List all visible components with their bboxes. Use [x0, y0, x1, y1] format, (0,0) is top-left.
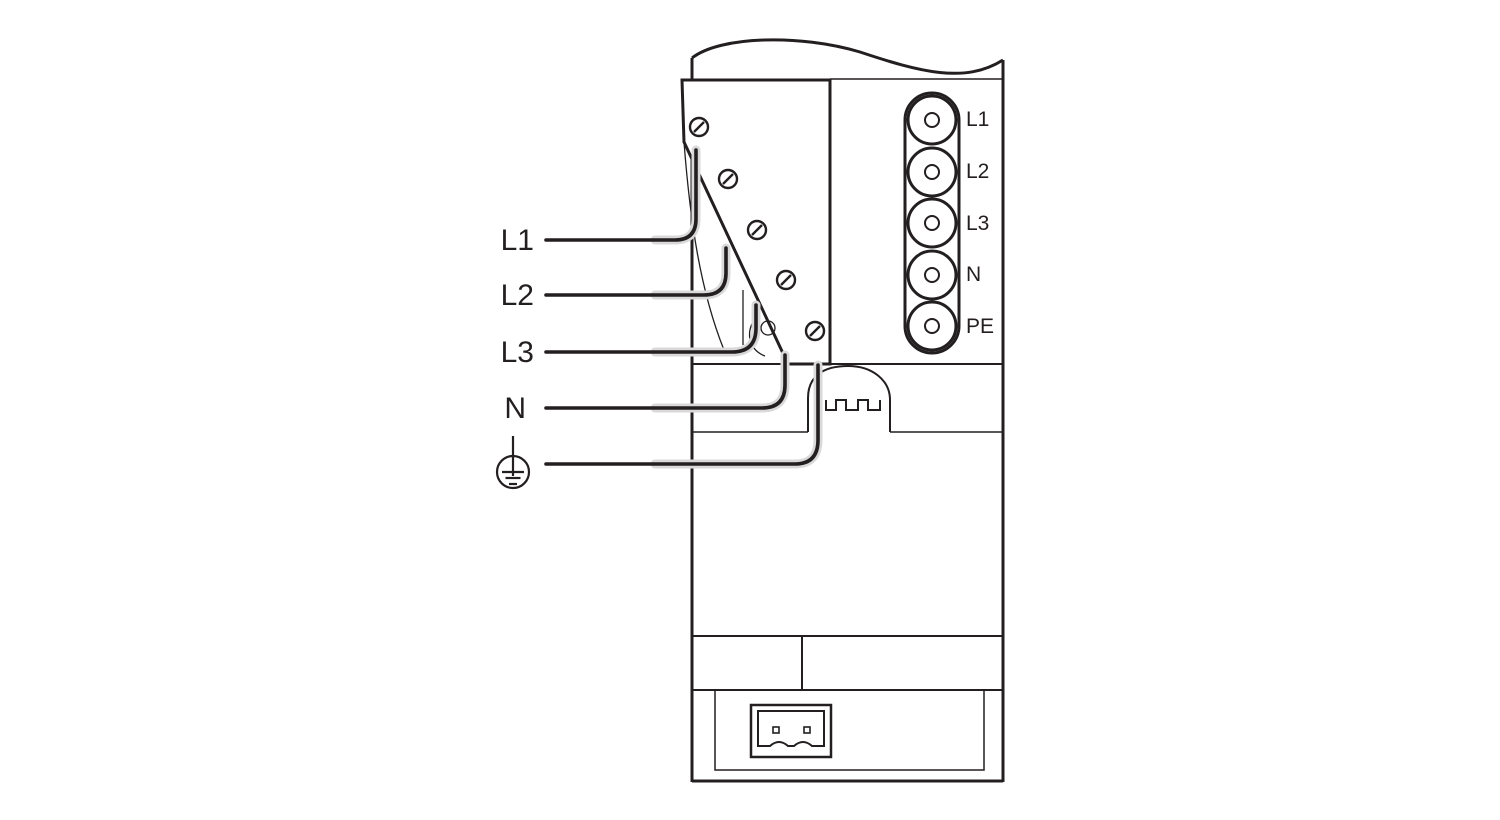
connector-pin-icon — [772, 726, 780, 734]
terminal-label-l3: L3 — [966, 212, 989, 235]
wire-label-l2: L2 — [501, 279, 534, 312]
terminal-l2 — [906, 146, 958, 198]
terminal-screw-icon — [924, 215, 940, 231]
housing-top-break — [691, 38, 1004, 75]
terminal-screw-icon — [924, 112, 940, 128]
cover-screws — [688, 116, 826, 342]
terminal-labels: L1 L2 L3 N PE — [966, 108, 994, 338]
terminal-pe — [906, 300, 958, 352]
wire-l2 — [544, 246, 728, 297]
wire-label-n: N — [504, 392, 526, 425]
terminal-block — [903, 91, 961, 355]
two-pin-plug-connector — [749, 703, 833, 759]
wire-n — [544, 353, 787, 410]
connector-socket — [757, 710, 825, 747]
wire-labels: L1 L2 L3 N — [501, 224, 534, 425]
wire-pe — [544, 363, 820, 466]
bottom-recess — [714, 690, 985, 771]
screw-icon — [717, 168, 739, 190]
wire-label-l1: L1 — [501, 224, 534, 257]
connector-pin-icon — [803, 726, 811, 734]
screw-icon — [775, 269, 797, 291]
wires — [544, 148, 820, 466]
terminal-screw-icon — [924, 267, 940, 283]
screw-icon — [688, 116, 710, 138]
screw-icon — [804, 320, 826, 342]
terminal-label-pe: PE — [966, 315, 994, 338]
screw-icon — [746, 219, 768, 241]
terminal-screw-icon — [924, 318, 940, 334]
cable-inlet — [807, 364, 891, 432]
terminal-label-l2: L2 — [966, 160, 989, 183]
wire-l3 — [544, 303, 758, 354]
terminal-screw-icon — [924, 164, 940, 180]
wire-label-l3: L3 — [501, 336, 534, 369]
cover-hinge-line — [683, 141, 725, 351]
protective-earth-icon — [495, 436, 531, 490]
terminal-n — [906, 249, 958, 301]
wire-l1 — [544, 148, 698, 242]
terminal-l1 — [906, 94, 958, 146]
cover-pivot — [760, 320, 776, 336]
terminal-l3 — [906, 197, 958, 249]
cable-clamp-teeth — [825, 399, 881, 411]
terminal-label-l1: L1 — [966, 108, 989, 131]
terminal-label-n: N — [966, 263, 981, 286]
